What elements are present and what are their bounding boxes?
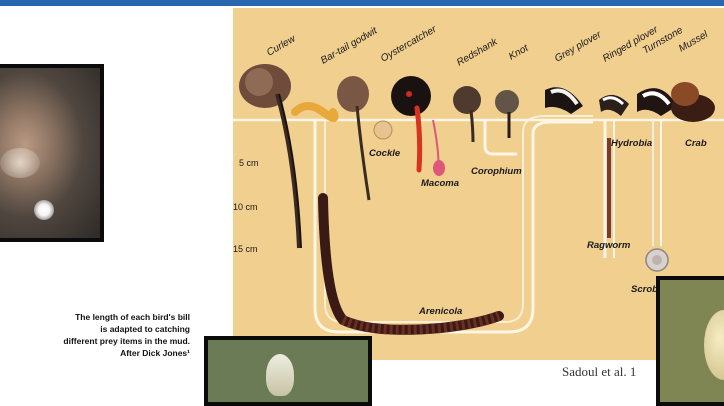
label-godwit: Bar-tail godwit: [319, 25, 380, 67]
citation-credit: Sadoul et al. 1: [562, 364, 636, 380]
top-accent-bar: [0, 0, 724, 6]
label-corophium: Corophium: [471, 166, 522, 177]
caption-line: The length of each bird's bill: [12, 311, 190, 323]
label-redshank: Redshank: [455, 36, 500, 69]
label-grey-plover: Grey plover: [553, 29, 604, 65]
ringed-plover-illustration: [599, 95, 629, 116]
label-hydrobia: Hydrobia: [611, 138, 652, 149]
label-arenicola: Arenicola: [418, 306, 462, 317]
depth-10cm: 10 cm: [233, 202, 258, 212]
photo-bird-head: [0, 64, 104, 242]
photo-snail-on-leaf: [204, 336, 372, 406]
knot-illustration: [495, 90, 519, 138]
caption-line: different prey items in the mud.: [12, 335, 190, 347]
turnstone-illustration: [637, 88, 677, 116]
figure-caption: The length of each bird's bill is adapte…: [12, 311, 190, 359]
bill-length-illustration: Curlew Bar-tail godwit Oystercatcher Red…: [233, 8, 724, 360]
caption-line: is adapted to catching: [12, 323, 190, 335]
label-ragworm: Ragworm: [587, 240, 631, 251]
redshank-illustration: [453, 86, 481, 142]
mussel-illustration: [671, 82, 715, 122]
photo-shell-closeup: [656, 276, 724, 406]
depth-15cm: 15 cm: [233, 244, 258, 254]
label-crab: Crab: [685, 138, 707, 149]
caption-line: After Dick Jones¹: [12, 347, 190, 359]
curlew-illustration: [239, 64, 301, 248]
label-oystercatcher: Oystercatcher: [379, 24, 439, 65]
grey-plover-illustration: [545, 87, 583, 114]
label-macoma: Macoma: [421, 178, 459, 189]
label-cockle: Cockle: [369, 148, 401, 159]
label-knot: Knot: [507, 42, 531, 62]
label-curlew: Curlew: [265, 33, 298, 58]
godwit-illustration: [337, 76, 369, 200]
label-scrob: Scrob: [631, 284, 658, 295]
depth-5cm: 5 cm: [239, 158, 259, 168]
